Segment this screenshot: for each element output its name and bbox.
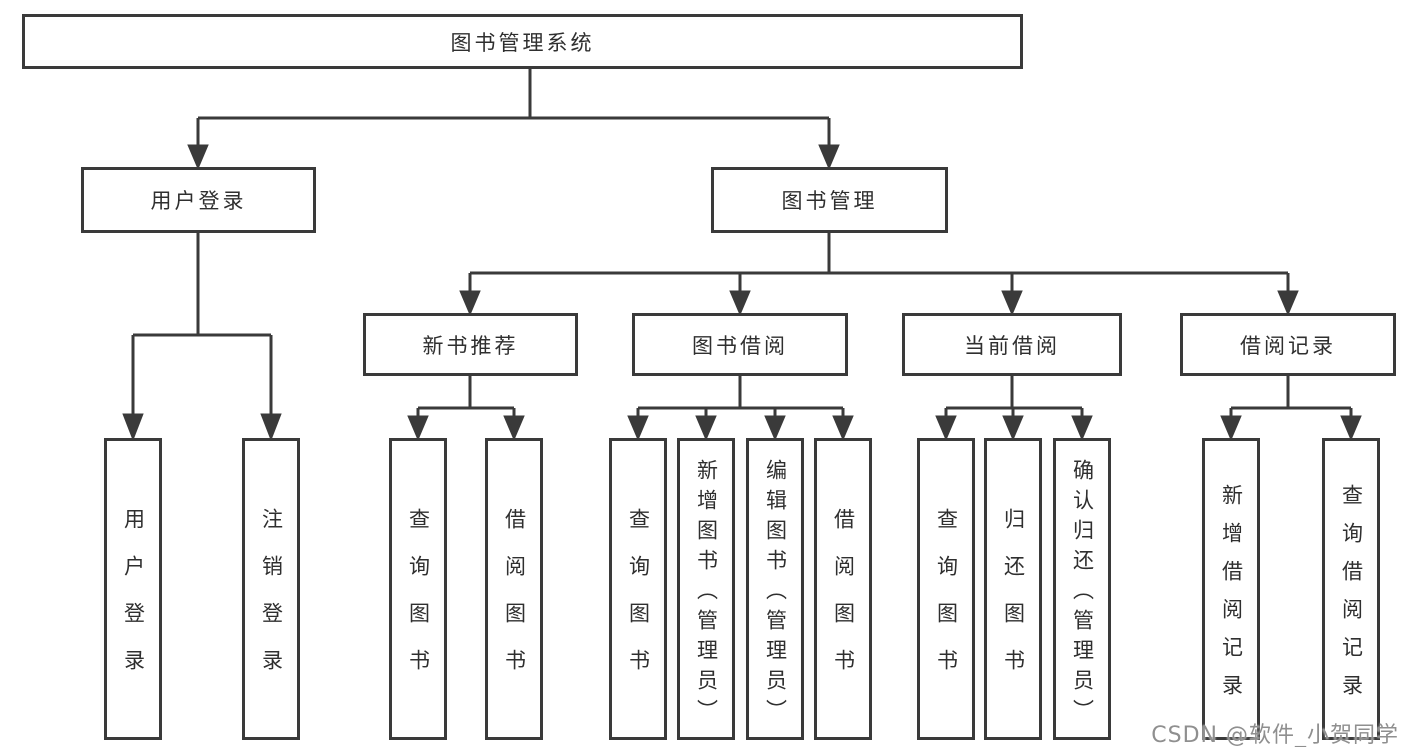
arrowhead-icon [1071, 415, 1093, 441]
node-label: 图书借阅 [692, 333, 788, 358]
arrowhead-icon [503, 415, 525, 441]
node-label: 新书推荐 [422, 333, 519, 358]
arrowhead-icon [627, 415, 649, 441]
node-label: 图书管理 [781, 189, 878, 213]
leaf-borrow-books: 借阅图书 [814, 438, 872, 740]
node-new-book-recommend: 新书推荐 [363, 313, 578, 376]
leaf-confirm-return-admin: 确认归还（管理员） [1053, 438, 1111, 740]
node-book-borrow: 图书借阅 [632, 313, 848, 376]
arrowhead-icon [122, 413, 144, 442]
node-label: 借阅图书 [831, 508, 856, 696]
arrowhead-icon [459, 290, 481, 316]
connector-login-to-leaves [122, 233, 282, 442]
arrowhead-icon [832, 415, 854, 441]
node-book-management: 图书管理 [711, 167, 948, 233]
node-label: 归还图书 [1001, 508, 1026, 696]
node-label: 查询借阅记录 [1339, 483, 1364, 712]
connector-recommend-to-leaves [407, 376, 525, 441]
node-label: 新增图书（管理员） [694, 458, 719, 729]
arrowhead-icon [407, 415, 429, 441]
arrowhead-icon [260, 413, 282, 442]
connector-current-to-leaves [935, 376, 1093, 441]
arrowhead-icon [1001, 290, 1023, 316]
arrowhead-icon [818, 144, 840, 170]
node-current-borrow: 当前借阅 [902, 313, 1122, 376]
node-label: 查询图书 [406, 508, 431, 696]
connector-root-to-level2 [187, 69, 840, 170]
arrowhead-icon [764, 415, 786, 441]
arrowhead-icon [729, 290, 751, 316]
node-label: 查询图书 [934, 508, 959, 696]
node-label: 借阅记录 [1240, 333, 1336, 358]
leaf-return-books: 归还图书 [984, 438, 1042, 740]
connector-manage-to-level3 [459, 233, 1299, 316]
arrowhead-icon [695, 415, 717, 441]
leaf-query-borrow-record: 查询借阅记录 [1322, 438, 1380, 740]
node-root-library-system: 图书管理系统 [22, 14, 1023, 69]
node-label: 确认归还（管理员） [1070, 458, 1095, 729]
leaf-query-books: 查询图书 [609, 438, 667, 740]
node-label: 查询图书 [626, 508, 651, 696]
node-label: 新增借阅记录 [1219, 483, 1244, 712]
arrowhead-icon [1277, 290, 1299, 316]
node-label: 编辑图书（管理员） [763, 458, 788, 729]
node-user-login: 用户登录 [81, 167, 316, 233]
leaf-edit-books-admin: 编辑图书（管理员） [746, 438, 804, 740]
csdn-watermark: CSDN @软件_小贺同学 [1151, 723, 1399, 747]
leaf-user-login: 用户登录 [104, 438, 162, 740]
node-label: 当前借阅 [964, 333, 1060, 358]
node-label: 用户登录 [121, 508, 146, 696]
connector-records-to-leaves [1220, 376, 1362, 441]
leaf-borrow-books: 借阅图书 [485, 438, 543, 740]
leaf-query-books: 查询图书 [917, 438, 975, 740]
arrowhead-icon [1220, 415, 1242, 441]
node-label: 图书管理系统 [450, 30, 595, 55]
node-borrow-records: 借阅记录 [1180, 313, 1396, 376]
leaf-add-borrow-record: 新增借阅记录 [1202, 438, 1260, 740]
leaf-add-books-admin: 新增图书（管理员） [677, 438, 735, 740]
arrowhead-icon [935, 415, 957, 441]
node-label: 借阅图书 [502, 508, 527, 696]
leaf-query-books: 查询图书 [389, 438, 447, 740]
arrowhead-icon [1340, 415, 1362, 441]
node-label: 用户登录 [150, 189, 247, 213]
node-label: 注销登录 [259, 508, 284, 696]
arrowhead-icon [1002, 415, 1024, 441]
arrowhead-icon [187, 144, 209, 170]
connector-borrow-to-leaves [627, 376, 854, 441]
leaf-logout: 注销登录 [242, 438, 300, 740]
